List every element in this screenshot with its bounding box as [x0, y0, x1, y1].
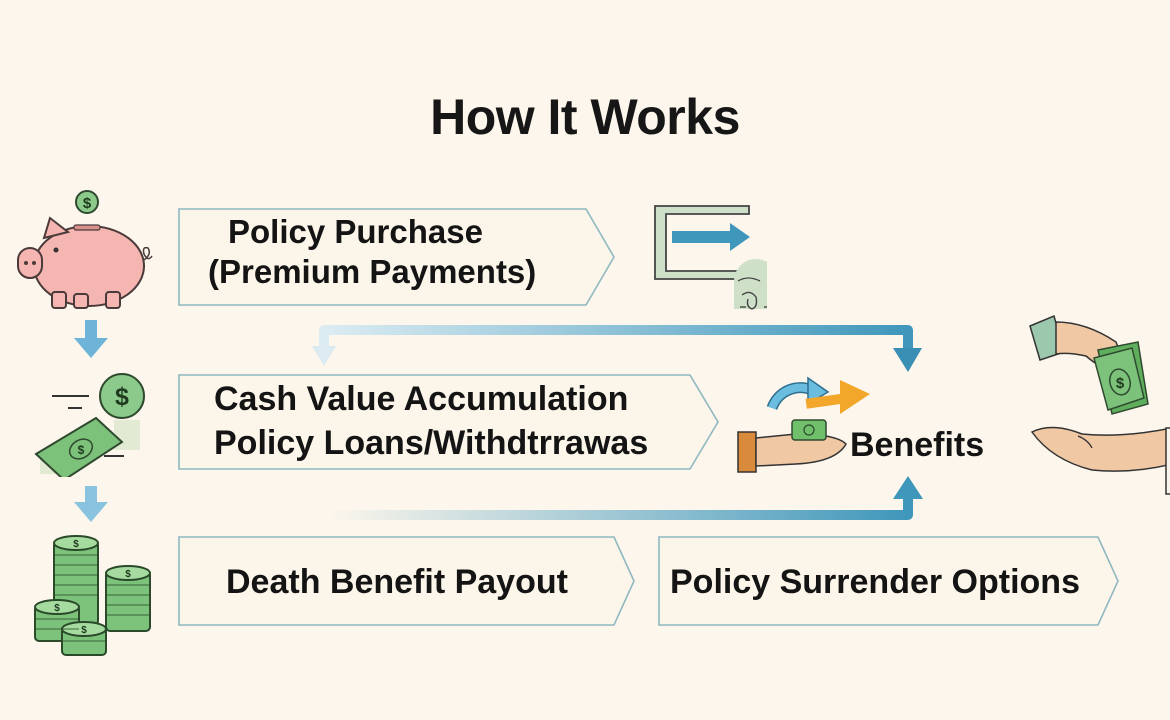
svg-text:$: $: [1116, 375, 1125, 392]
svg-text:$: $: [83, 195, 92, 212]
svg-text:$: $: [78, 443, 85, 457]
step-label-line1: Cash Value Accumulation: [214, 380, 629, 418]
step-label-line2: Policy Loans/Withdtrrawas: [214, 424, 649, 462]
svg-text:$: $: [81, 625, 87, 636]
diagram-title: How It Works: [430, 89, 740, 145]
svg-text:$: $: [73, 539, 79, 550]
hand-giving-money-icon: $: [1029, 314, 1170, 495]
step-cash-value: Cash Value Accumulation Policy Loans/Wit…: [178, 374, 723, 470]
svg-text:$: $: [115, 383, 129, 411]
down-arrow-icon: [74, 320, 108, 358]
chevron-box: [658, 536, 1119, 626]
step-label: Policy Surrender Options: [670, 563, 1080, 601]
flying-cash-icon: $ $: [34, 373, 145, 477]
down-arrow-icon: [74, 486, 108, 522]
step-surrender-options: Policy Surrender Options: [658, 536, 1122, 626]
step-policy-purchase: Policy Purchase (Premium Payments): [178, 208, 618, 306]
card-slot-payment-icon: [654, 205, 767, 310]
chevron-box: [178, 208, 615, 306]
chevron-box: [178, 374, 719, 470]
piggy-bank-icon: $: [17, 190, 153, 309]
benefits-label: Benefits: [850, 426, 985, 464]
step-label-line1: Policy Purchase: [228, 213, 483, 250]
chevron-box: [178, 536, 635, 626]
svg-text:$: $: [125, 569, 131, 580]
svg-text:$: $: [54, 603, 60, 614]
step-label: Death Benefit Payout: [226, 563, 568, 601]
coin-stacks-icon: $ $ $ $: [34, 535, 151, 656]
step-death-benefit: Death Benefit Payout: [178, 536, 638, 626]
step-label-line2: (Premium Payments): [208, 253, 537, 290]
hand-with-cash-benefits-icon: [737, 376, 870, 473]
